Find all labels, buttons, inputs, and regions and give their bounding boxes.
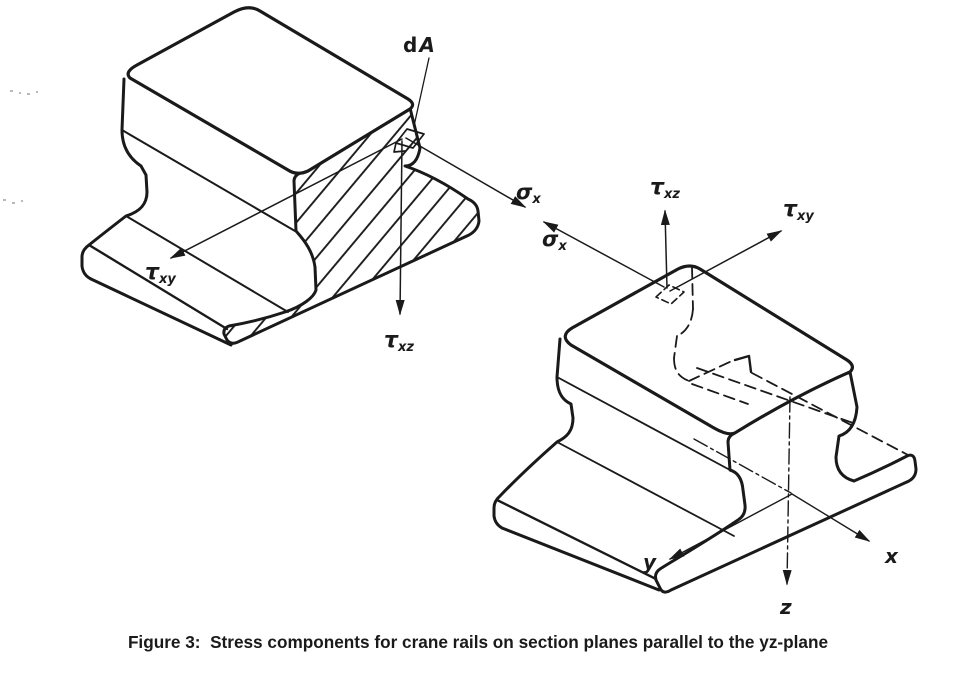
tau-xy-arrow-right — [669, 230, 783, 292]
left-rail-web-flare-line — [125, 215, 289, 313]
hidden-area-element-marker — [655, 284, 685, 305]
right-rail-web-flare-line — [556, 441, 735, 537]
y-axis-label: y — [643, 550, 657, 574]
sigma-x-arrow-left — [405, 137, 527, 208]
sigma-x-arrow-right — [542, 221, 665, 288]
figure-caption: Figure 3: Stress components for crane ra… — [128, 632, 828, 652]
right-rail-head-bottom-line — [556, 376, 731, 471]
tau-xz-label-right: τxz — [650, 175, 680, 202]
y-axis-arrow — [668, 493, 793, 560]
tau-xz-arrow-left — [395, 140, 405, 316]
sigma-x-label-left: σx — [516, 180, 541, 207]
z-axis-label: z — [779, 595, 792, 619]
left-rail-cut-face-hatching — [222, 106, 481, 345]
z-axis-line — [782, 396, 792, 586]
right-rail-foot-tip-top-edge — [495, 498, 658, 581]
stress-arrows — [169, 57, 783, 316]
scan-noise — [3, 90, 38, 204]
tau-xz-label-left: τxz — [384, 328, 414, 355]
right-rail — [492, 264, 918, 594]
tau-xz-arrow-right — [660, 209, 670, 289]
left-rail-sectioned — [80, 6, 481, 347]
x-axis-arrow — [791, 493, 871, 542]
left-rail-far-end-profile — [80, 77, 149, 281]
left-rail-head-bottom-line — [121, 129, 296, 232]
tau-xy-label-right: τxy — [783, 197, 814, 224]
left-rail-foot-bottom-edge — [89, 277, 233, 347]
left-rail-head-top-face — [126, 6, 415, 175]
x-axis-label: x — [884, 544, 899, 568]
da-leader-line — [413, 57, 430, 127]
left-rail-foot-tip-top-edge — [87, 243, 229, 331]
right-rail-far-end-silhouette — [492, 337, 575, 530]
sigma-x-label-right: σx — [542, 227, 567, 254]
right-rail-foot-notch-edge — [733, 354, 753, 374]
coordinate-axes — [668, 396, 871, 586]
x-axis-centerline — [693, 438, 792, 494]
tau-xy-label-left: τxy — [145, 260, 176, 287]
tau-xy-arrow-left — [169, 138, 403, 259]
right-rail-hidden-section-lines — [673, 266, 909, 456]
right-rail-foot-bottom-edge — [500, 526, 661, 592]
